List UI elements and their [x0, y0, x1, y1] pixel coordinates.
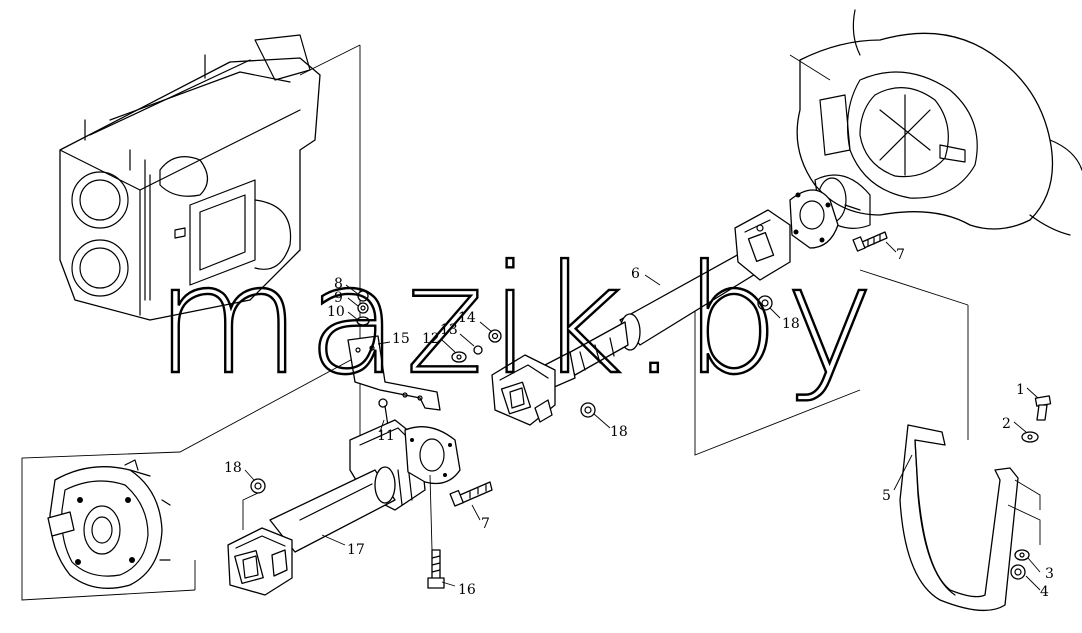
callout-10: 10 — [327, 304, 345, 320]
callout-18-middle: 18 — [610, 424, 628, 440]
nut-14 — [488, 329, 502, 343]
callout-13: 13 — [440, 322, 458, 338]
callout-18-axle: 18 — [782, 316, 800, 332]
universal-joint-front — [227, 527, 293, 596]
leader-lines — [244, 241, 1041, 591]
frame-line-strap — [1007, 479, 1041, 545]
bolt-7-lower — [449, 481, 493, 507]
nut-18-front — [242, 478, 266, 530]
bolt-7-upper — [852, 231, 888, 252]
bolt-16 — [427, 549, 445, 589]
callout-12: 12 — [422, 331, 440, 347]
front-flange — [47, 459, 171, 589]
bolt-1 — [1034, 395, 1052, 421]
propeller-shaft-rear — [544, 247, 766, 389]
callout-6: 6 — [631, 266, 640, 282]
callout-16: 16 — [458, 582, 476, 598]
safety-strap — [899, 424, 1019, 612]
callout-17: 17 — [347, 542, 365, 558]
frame-line-axle — [694, 54, 969, 456]
callout-15: 15 — [392, 331, 410, 347]
callout-4: 4 — [1040, 584, 1049, 600]
callout-14: 14 — [458, 310, 476, 326]
washer-3 — [1014, 549, 1030, 561]
callout-7-lower: 7 — [481, 516, 490, 532]
washer-2 — [1021, 431, 1039, 443]
bolt-8-washers — [356, 290, 370, 326]
universal-joint-middle — [491, 354, 556, 426]
washers-12-13 — [451, 345, 483, 363]
universal-joint-rear — [734, 209, 791, 281]
callout-9: 9 — [334, 290, 343, 306]
callout-2: 2 — [1002, 416, 1011, 432]
axle-flange — [789, 189, 839, 249]
nut-4 — [1010, 564, 1026, 580]
callout-18-front: 18 — [224, 460, 242, 476]
callout-labels: 1 2 3 4 5 6 7 7 8 9 10 11 12 13 14 15 16… — [224, 247, 1054, 600]
callout-11: 11 — [377, 428, 395, 444]
callout-3: 3 — [1045, 566, 1054, 582]
callout-7-upper: 7 — [896, 247, 905, 263]
nut-18-middle — [580, 402, 596, 418]
propeller-shaft-front — [269, 466, 396, 553]
support-bracket — [347, 335, 441, 411]
watermark-text: mazik.by — [155, 234, 880, 408]
gearbox-housing — [59, 34, 321, 321]
callout-8: 8 — [334, 276, 343, 292]
callout-5: 5 — [882, 488, 891, 504]
callout-1: 1 — [1016, 382, 1025, 398]
nut-18-axle — [757, 295, 773, 311]
rear-axle-housing — [796, 9, 1082, 236]
